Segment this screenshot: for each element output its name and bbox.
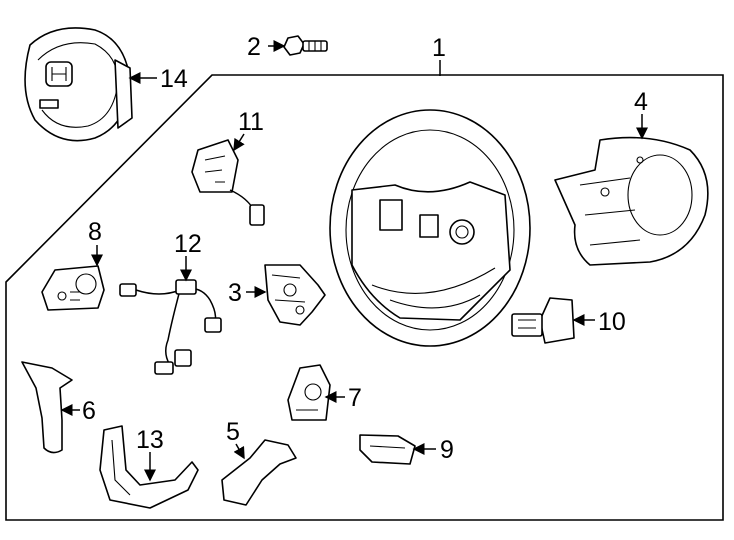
wire-harness [119,279,222,375]
left-switch-8 [41,265,105,311]
bracket [264,264,326,326]
switch-panel-7 [287,364,331,421]
callout-5: 5 [226,418,240,446]
trim-5 [221,439,297,506]
switch-assembly-9 [359,434,416,465]
callout-13: 13 [136,426,164,454]
callout-7: 7 [348,384,362,412]
bolt [283,35,328,56]
callout-leaders [60,40,648,482]
switch-assembly-11 [191,139,265,226]
callout-6: 6 [82,397,96,425]
callout-9: 9 [440,436,454,464]
assembly-frame [5,74,724,521]
callout-10: 10 [598,308,626,336]
switch-assembly-10 [511,297,575,344]
callout-14: 14 [160,65,188,93]
callout-labels: 1 2 3 4 5 6 7 8 9 10 11 12 13 14 [82,33,648,464]
callout-12: 12 [174,230,202,258]
callout-4: 4 [634,88,648,116]
callout-11: 11 [238,108,264,136]
callout-1: 1 [432,34,446,62]
callout-8: 8 [88,218,102,246]
callout-2: 2 [247,33,261,61]
callout-3: 3 [228,279,242,307]
trim-6 [21,361,73,454]
steering-wheel [329,109,531,347]
airbag-module [24,27,133,142]
lower-trim-13 [99,425,199,509]
lower-cover [554,136,709,266]
